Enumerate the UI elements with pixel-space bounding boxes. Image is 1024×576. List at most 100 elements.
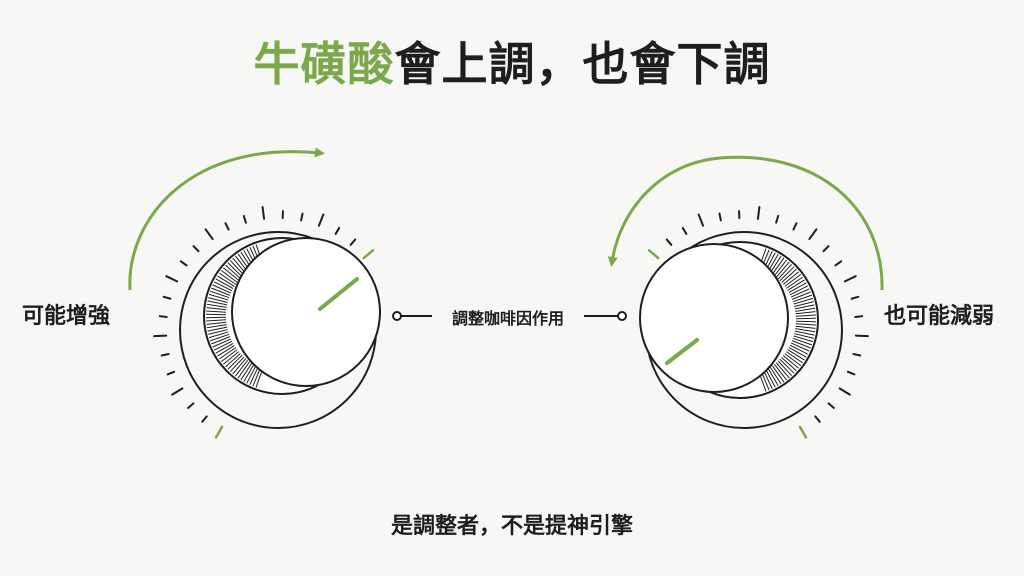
scale-tick: [165, 275, 179, 283]
scale-tick: [808, 228, 818, 241]
knurl-line: [218, 272, 237, 285]
left-knob-indicator: [318, 277, 359, 311]
scale-tick: [261, 205, 266, 220]
right-knob-knurl: [758, 248, 816, 392]
knurl-line: [212, 338, 232, 348]
knurl-line: [252, 367, 261, 387]
knurl-line: [207, 326, 228, 332]
knurl-line: [210, 290, 230, 299]
knurl-line: [227, 354, 243, 370]
knurl-line: [788, 346, 807, 358]
knurl-line: [225, 353, 241, 368]
knurl-line: [225, 264, 241, 279]
knurl-line: [795, 325, 816, 329]
counterclockwise-arrow-icon: [607, 155, 884, 291]
knurl-line: [789, 285, 809, 296]
scale-tick: [822, 245, 830, 253]
knurl-line: [249, 366, 259, 386]
knurl-line: [217, 275, 235, 287]
connector-right-dot: [617, 311, 627, 321]
scale-tick: [697, 213, 705, 227]
right-knob-indicator: [665, 338, 699, 365]
knurl-line: [229, 356, 245, 373]
knurl-line: [235, 359, 249, 377]
knurl-line: [789, 344, 809, 355]
knurl-line: [782, 271, 799, 285]
knurl-line: [779, 358, 795, 374]
knurl-line: [784, 273, 802, 287]
knurl-line: [769, 255, 782, 274]
left-dial: [128, 147, 381, 439]
scale-tick: [362, 249, 375, 260]
scale-tick: [171, 387, 184, 396]
knurl-line: [243, 364, 255, 382]
knurl-line: [217, 345, 235, 357]
scale-tick: [827, 402, 835, 409]
knurl-line: [792, 294, 812, 303]
scale-tick: [187, 402, 195, 409]
knurl-line: [765, 369, 776, 388]
knurl-line: [795, 314, 816, 317]
knurl-line: [246, 365, 257, 384]
knurl-line: [213, 340, 233, 351]
scale-tick: [204, 228, 214, 241]
knurl-line: [787, 349, 805, 361]
scale-tick: [834, 260, 843, 267]
scale-tick: [814, 415, 821, 423]
knurl-line: [791, 340, 811, 349]
knurl-line: [240, 362, 253, 381]
knurl-line: [209, 331, 229, 339]
scale-tick: [214, 425, 224, 439]
scale-tick: [843, 275, 857, 283]
knurl-line: [777, 263, 793, 280]
knurl-line: [790, 342, 810, 352]
knurl-line: [791, 291, 811, 300]
right-knob-face: [639, 243, 789, 393]
knurl-line: [206, 310, 227, 313]
clockwise-arrow-icon: [128, 147, 325, 291]
knurl-line: [779, 266, 795, 282]
knurl-line: [206, 307, 227, 311]
knurl-line: [773, 259, 787, 277]
knurl-line: [790, 288, 810, 298]
knurl-line: [208, 329, 228, 335]
scale-tick: [179, 260, 188, 267]
scale-tick: [160, 353, 170, 357]
knurl-line: [237, 361, 251, 379]
knurl-line: [207, 300, 228, 306]
knurl-line: [215, 342, 234, 354]
knurl-line: [788, 282, 807, 294]
knurl-line: [794, 304, 815, 310]
knurl-line: [795, 307, 816, 312]
knurl-line: [210, 333, 230, 342]
knurl-line: [215, 278, 234, 290]
page-title: 牛磺酸會上調，也會下調: [0, 28, 1024, 94]
scale-tick: [798, 425, 808, 439]
scale-tick: [242, 214, 247, 224]
scale-tick: [317, 213, 325, 227]
knurl-line: [782, 355, 799, 369]
scale-tick: [201, 415, 208, 423]
knurl-line: [767, 368, 779, 386]
scale-tick: [792, 222, 798, 231]
scale-tick: [852, 353, 862, 357]
knurl-line: [794, 330, 815, 336]
scale-tick: [192, 245, 200, 253]
knurl-line: [771, 365, 785, 383]
knurl-line: [792, 337, 812, 346]
scale-tick: [349, 238, 357, 246]
scale-tick: [854, 315, 864, 318]
knurl-line: [793, 335, 813, 343]
knurl-line: [223, 351, 240, 365]
left-label: 可能增強: [22, 304, 111, 329]
knurl-line: [775, 362, 790, 379]
knurl-line: [206, 319, 227, 322]
knurl-line: [785, 351, 804, 364]
knurl-line: [773, 363, 787, 381]
knurl-line: [229, 259, 245, 276]
scale-tick: [718, 212, 722, 222]
right-label: 也可能減弱: [884, 304, 995, 329]
left-scale-ticks: [153, 205, 375, 439]
knurl-line: [787, 279, 805, 291]
